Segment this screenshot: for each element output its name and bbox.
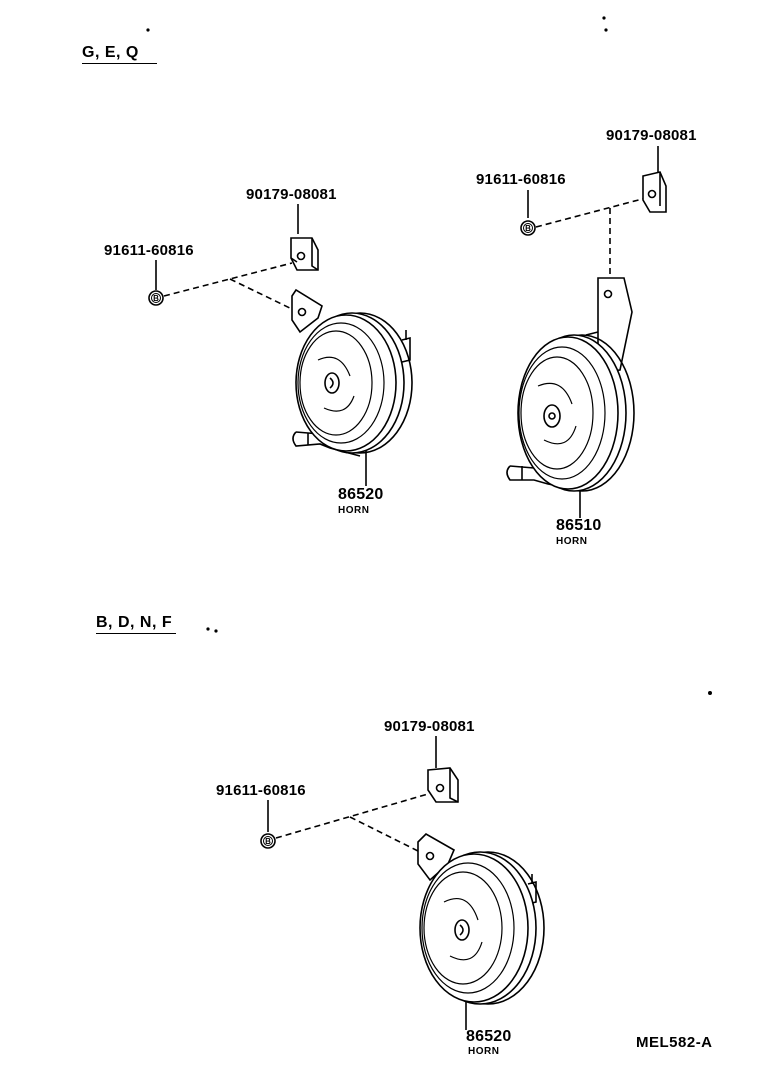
horn-icon — [419, 851, 545, 1005]
dashed-line — [349, 816, 421, 853]
bolt-icon — [148, 290, 164, 306]
part-number-clip: 90179-08081 — [384, 718, 475, 735]
bolt-symbol: B — [153, 294, 159, 303]
bracket-icon — [291, 288, 323, 334]
part-number-horn: 86510 — [556, 517, 602, 534]
horn-assembly-top-right — [506, 146, 667, 518]
section-label-bdnf: B, D, N, F — [96, 614, 177, 634]
horn-assembly-bottom — [260, 736, 545, 1030]
horn-icon — [295, 312, 413, 454]
part-number-bolt: 91611-60816 — [104, 242, 194, 259]
bracket-icon — [585, 277, 633, 373]
part-number-bolt: 91611-60816 — [216, 782, 306, 799]
part-number-horn: 86520 — [466, 1028, 512, 1045]
bolt-icon — [260, 833, 276, 849]
bolt-icon — [520, 220, 536, 236]
horn-assembly-top-left — [148, 204, 413, 486]
bolt-symbol: B — [525, 224, 531, 233]
dashed-line — [163, 262, 293, 297]
clip-icon — [290, 237, 319, 271]
clip-icon — [427, 767, 459, 803]
part-number-bolt: 91611-60816 — [476, 171, 566, 188]
clip-icon — [642, 171, 667, 213]
part-number-clip: 90179-08081 — [246, 186, 337, 203]
dashed-line — [535, 197, 647, 228]
part-number-clip: 90179-08081 — [606, 127, 697, 144]
section-label-geq: G, E, Q — [82, 44, 157, 64]
part-name-horn: HORN — [468, 1046, 500, 1057]
horn-icon — [517, 334, 635, 492]
part-name-horn: HORN — [338, 505, 370, 516]
part-number-horn: 86520 — [338, 486, 384, 503]
dashed-line — [275, 793, 429, 839]
dashed-line — [229, 278, 299, 313]
diagram-code: MEL582-A — [636, 1034, 713, 1051]
part-name-horn: HORN — [556, 536, 588, 547]
bolt-symbol: B — [265, 837, 271, 846]
